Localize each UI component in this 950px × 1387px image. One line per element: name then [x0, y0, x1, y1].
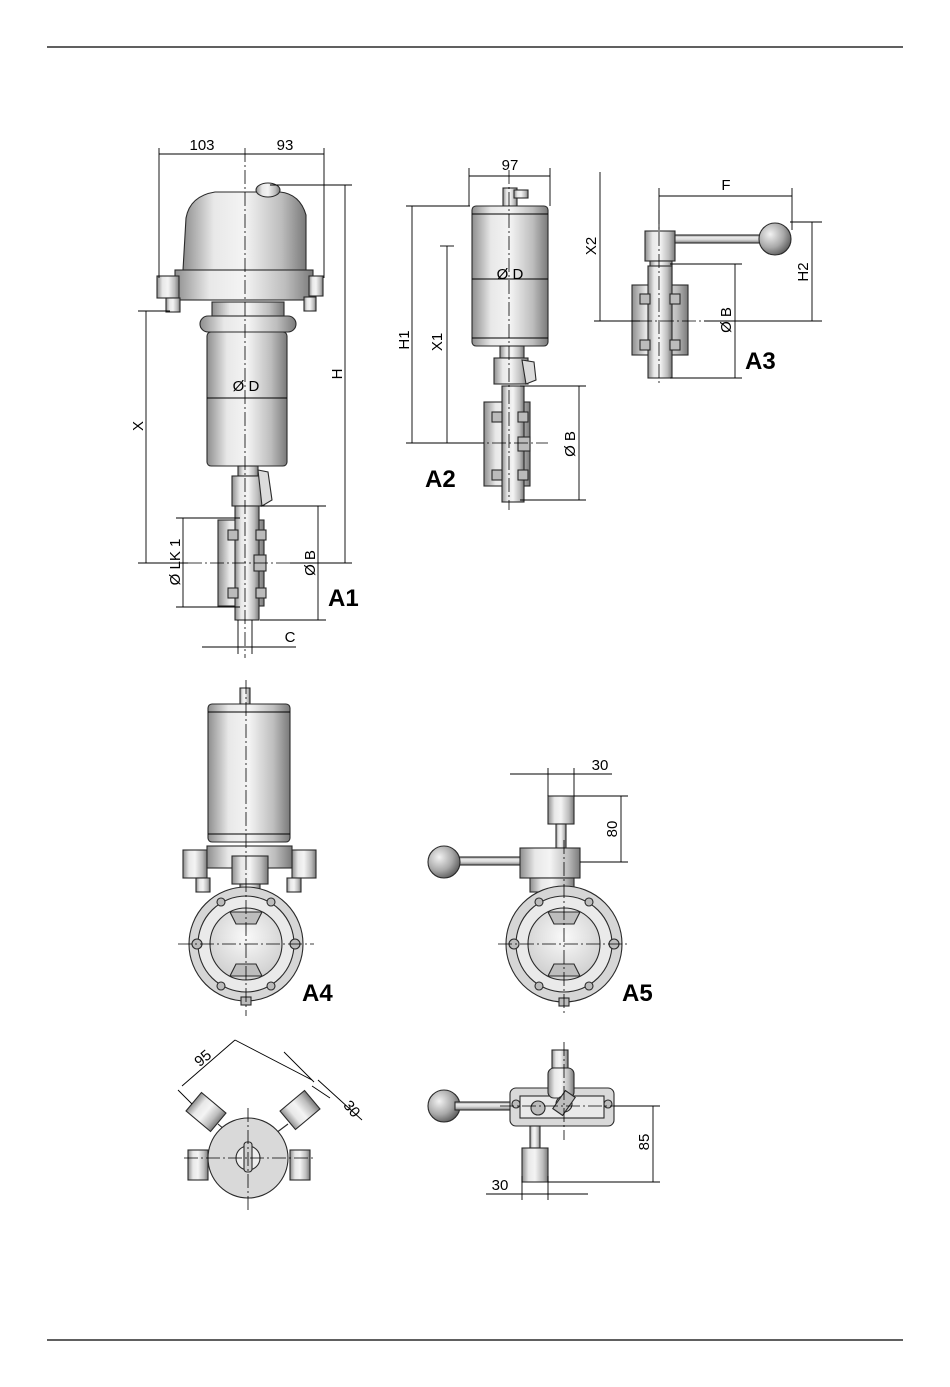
a3-dim-b: Ø B: [718, 307, 735, 333]
a1-dim-h: H: [329, 369, 346, 380]
a1-dim-103: 103: [189, 137, 214, 154]
view-a2: 97 Ø D H1 X1 Ø B A2: [396, 157, 586, 510]
a1-dim-lk1: Ø LK 1: [167, 539, 184, 586]
label-a2: A2: [425, 466, 456, 493]
a4-actuator-cylinder: [208, 704, 290, 842]
a1-dim-c: C: [285, 629, 296, 646]
a2-dim-h1: H1: [396, 330, 413, 349]
a1-head-collar: [212, 302, 284, 316]
view-a3: F X2 H2 Ø B A3: [583, 172, 822, 384]
a3-handle-bar: [675, 235, 765, 243]
a3-handle-block: [645, 231, 675, 261]
a4-port-left: [183, 850, 207, 878]
label-a5: A5: [622, 980, 653, 1007]
view-a4-top: 95 30: [178, 1040, 363, 1212]
a1-control-head: [183, 192, 306, 272]
a2-dim-x1: X1: [429, 333, 446, 351]
a4-top-port-right: [280, 1091, 320, 1130]
label-a4: A4: [302, 980, 333, 1007]
a2-adapter: [500, 346, 524, 358]
a2-dim-97: 97: [502, 157, 519, 174]
a5-indicator-cap: [548, 796, 574, 824]
a1-dim-93: 93: [277, 137, 294, 154]
a1-head-base: [175, 270, 313, 300]
a5-top-indicator: [522, 1148, 548, 1182]
a5-dim-80: 80: [604, 821, 621, 838]
a3-handle-ball: [759, 223, 791, 255]
a2-dim-b: Ø B: [562, 431, 579, 457]
a4-port-right: [292, 850, 316, 878]
a5-handle-bar: [455, 857, 525, 865]
a3-dim-x2: X2: [583, 237, 600, 255]
a3-dim-f: F: [721, 177, 730, 194]
a1-dim-x: X: [130, 421, 147, 431]
a1-dim-b: Ø B: [302, 550, 319, 576]
a1-head-port-left2: [166, 298, 180, 312]
a3-dim-h2: H2: [795, 262, 812, 281]
a1-head-port-right: [309, 276, 323, 296]
a1-dim-d: Ø D: [233, 378, 260, 395]
a1-head-ring: [200, 316, 296, 332]
a5-dim-30-bottom: 30: [492, 1177, 509, 1194]
a5-dim-30-top: 30: [592, 757, 609, 774]
a5-handle-block: [520, 848, 580, 878]
a4-dim-95: 95: [191, 1047, 215, 1071]
label-a3: A3: [745, 348, 776, 375]
a5-dim-85: 85: [636, 1134, 653, 1151]
a1-actuator-cylinder: [207, 332, 287, 466]
a2-dim-d: Ø D: [497, 266, 524, 283]
a1-head-port-right2: [304, 297, 316, 311]
view-a5-top: 85 30: [428, 1042, 660, 1200]
view-a1: 103 93 H X Ø D Ø LK 1 Ø B C A1: [130, 137, 359, 658]
a1-adapter: [238, 466, 258, 476]
a5-handle-ball: [428, 846, 460, 878]
a1-head-port-left: [157, 276, 179, 298]
label-a1: A1: [328, 585, 359, 612]
a3-valve-flange: [648, 266, 672, 378]
view-a4: A4: [178, 680, 333, 1016]
view-a5: 30 80 A5: [428, 757, 653, 1016]
